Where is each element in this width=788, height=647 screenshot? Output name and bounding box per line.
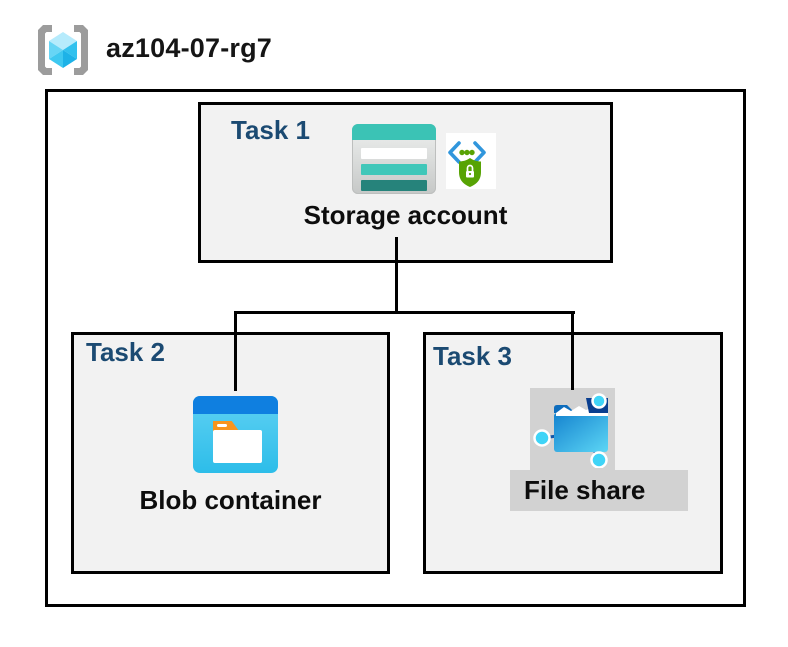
task3-label: Task 3 bbox=[433, 341, 513, 371]
file-share-icon bbox=[533, 393, 608, 468]
blob-container-icon-header bbox=[193, 396, 278, 414]
resource-group-icon bbox=[38, 25, 88, 75]
connector-to-blob bbox=[234, 311, 237, 391]
connector-storage-stub bbox=[395, 237, 398, 313]
file-share-label-highlight: File share bbox=[510, 470, 688, 511]
storage-account-icon-row bbox=[361, 148, 427, 159]
storage-account-icon-header bbox=[352, 124, 436, 140]
file-share-label: File share bbox=[524, 475, 646, 505]
storage-account-icon-row bbox=[361, 164, 427, 175]
blob-container-folder bbox=[213, 430, 262, 463]
storage-account-icon-row bbox=[361, 180, 427, 191]
storage-account-icon bbox=[352, 124, 436, 194]
storage-account-label: Storage account bbox=[303, 200, 508, 230]
connector-to-fileshare bbox=[571, 311, 574, 390]
connector-branch bbox=[234, 311, 575, 314]
blob-container-folder-tab-dash bbox=[217, 424, 227, 427]
shared-access-signature-icon bbox=[446, 133, 496, 189]
task1-label: Task 1 bbox=[231, 115, 311, 145]
resource-group-name: az104-07-rg7 bbox=[106, 33, 272, 63]
blob-container-label: Blob container bbox=[139, 485, 322, 515]
blob-container-icon bbox=[193, 396, 278, 473]
task2-label: Task 2 bbox=[86, 337, 166, 367]
sas-icon-glyph bbox=[448, 141, 486, 187]
